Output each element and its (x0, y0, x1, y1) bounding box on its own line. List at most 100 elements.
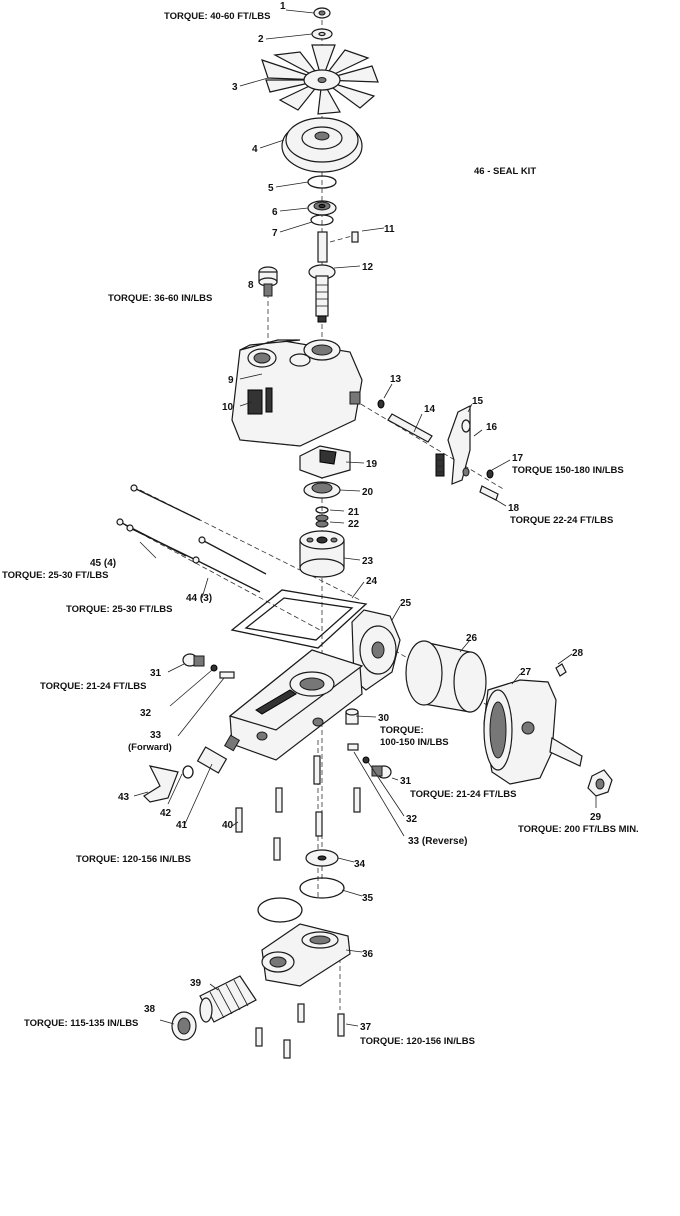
part-key-11 (329, 231, 359, 243)
callout-10: 10 (222, 402, 234, 413)
part-ring-32a (210, 664, 218, 672)
callout-24: 24 (366, 576, 378, 587)
callout-32b: 32 (406, 814, 418, 825)
callout-3: 3 (232, 82, 238, 93)
part-cap-38 (171, 1011, 197, 1041)
part-valve-33a (219, 671, 235, 679)
part-valve-reverse (347, 743, 392, 779)
callout-29: 29 (590, 812, 602, 823)
part-gasket-24 (230, 589, 368, 649)
part-nut-29 (587, 769, 613, 797)
torque-spec-1: TORQUE: 40-60 FT/LBS (164, 11, 270, 22)
part-shaft-14 (387, 413, 433, 443)
part-valve-plate-34 (305, 849, 339, 867)
part-axle-housing-27 (483, 679, 583, 785)
callout-31b: 31 (400, 776, 412, 787)
part-control-arm-15 (435, 405, 471, 485)
torque-spec-17: TORQUE 150-180 IN/LBS (512, 465, 624, 476)
part-filter-39 (199, 975, 257, 1023)
callout-20: 20 (362, 487, 374, 498)
torque-spec-18: TORQUE 22-24 FT/LBS (510, 515, 613, 526)
callout-18: 18 (508, 503, 520, 514)
part-end-cap-25 (351, 609, 401, 691)
part-orings-35 (257, 877, 345, 923)
callout-26: 26 (466, 633, 478, 644)
callout-40: 40 (222, 820, 234, 831)
callout-39: 39 (190, 978, 202, 989)
part-bolts-37 (255, 1003, 345, 1059)
torque-spec-31b: TORQUE: 21-24 FT/LBS (410, 789, 516, 800)
callout-12: 12 (362, 262, 374, 273)
part-washer-2 (311, 28, 333, 40)
part-screw-28 (555, 663, 567, 677)
callout-30: 30 (378, 713, 390, 724)
torque-spec-31a: TORQUE: 21-24 FT/LBS (40, 681, 146, 692)
callout-9: 9 (228, 375, 234, 386)
part-plug-30 (345, 708, 359, 725)
callout-13: 13 (390, 374, 402, 385)
torque-spec-8: TORQUE: 36-60 IN/LBS (108, 293, 212, 304)
callout-19: 19 (366, 459, 378, 470)
part-pulley-4 (281, 117, 363, 173)
callout-45: 45 (4) (90, 558, 116, 569)
part-nut-1 (313, 7, 331, 19)
forward-note: (Forward) (128, 742, 172, 753)
leader-lines (133, 9, 597, 1027)
callout-25: 25 (400, 598, 412, 609)
torque-spec-29: TORQUE: 200 FT/LBS MIN. (518, 824, 639, 835)
callout-35: 35 (362, 893, 374, 904)
callout-1: 1 (280, 1, 286, 12)
callout-6: 6 (272, 207, 278, 218)
callout-41: 41 (176, 820, 188, 831)
callout-15: 15 (472, 396, 484, 407)
part-bypass-41 (196, 734, 241, 774)
callout-44: 44 (3) (186, 593, 212, 604)
callout-11: 11 (384, 224, 395, 235)
torque-spec-30b: 100-150 IN/LBS (380, 737, 449, 748)
part-spring-22 (315, 514, 329, 528)
part-bolts-44-45 (116, 484, 267, 593)
part-bearing-6 (307, 200, 337, 216)
part-cap-8 (258, 266, 278, 297)
torque-spec-44: TORQUE: 25-30 FT/LBS (66, 604, 172, 615)
callout-43: 43 (118, 792, 130, 803)
part-bolt-18 (479, 485, 499, 501)
callout-36: 36 (362, 949, 374, 960)
callout-34: 34 (354, 859, 366, 870)
part-block-19 (299, 445, 351, 479)
callout-37: 37 (360, 1022, 372, 1033)
callout-27: 27 (520, 667, 532, 678)
part-ring-21 (315, 506, 329, 514)
callout-7: 7 (272, 228, 278, 239)
part-filter-housing-36 (261, 923, 351, 987)
part-center-section (228, 649, 364, 761)
part-ring-7 (310, 214, 334, 226)
callout-2: 2 (258, 34, 264, 45)
part-housing-9 (231, 339, 363, 447)
torque-labels: TORQUE: 40-60 FT/LBS 46 - SEAL KIT TORQU… (2, 11, 639, 1047)
callout-42: 42 (160, 808, 172, 819)
part-13 (377, 399, 385, 409)
part-clip-42 (182, 765, 194, 779)
callout-5: 5 (268, 183, 274, 194)
part-bolts-40 (235, 755, 361, 861)
callout-8: 8 (248, 280, 254, 291)
part-motor-cylinder-26 (405, 640, 487, 713)
callout-14: 14 (424, 404, 436, 415)
callout-38: 38 (144, 1004, 156, 1015)
callout-33b: 33 (Reverse) (408, 836, 467, 847)
callout-28: 28 (572, 648, 584, 659)
part-cylinder-block-23 (299, 530, 345, 578)
callout-31a: 31 (150, 668, 162, 679)
callout-21: 21 (348, 507, 360, 518)
callout-22: 22 (348, 519, 360, 530)
torque-spec-45: TORQUE: 25-30 FT/LBS (2, 570, 108, 581)
callout-numbers: 1 2 3 4 5 6 7 8 9 10 11 12 13 14 15 16 1… (90, 1, 602, 1033)
part-input-shaft-12 (308, 231, 336, 323)
torque-spec-40: TORQUE: 120-156 IN/LBS (76, 854, 191, 865)
part-nut-17 (486, 469, 494, 479)
callout-32a: 32 (140, 708, 152, 719)
part-fan-3 (261, 44, 379, 115)
part-bearing-20 (303, 481, 341, 499)
